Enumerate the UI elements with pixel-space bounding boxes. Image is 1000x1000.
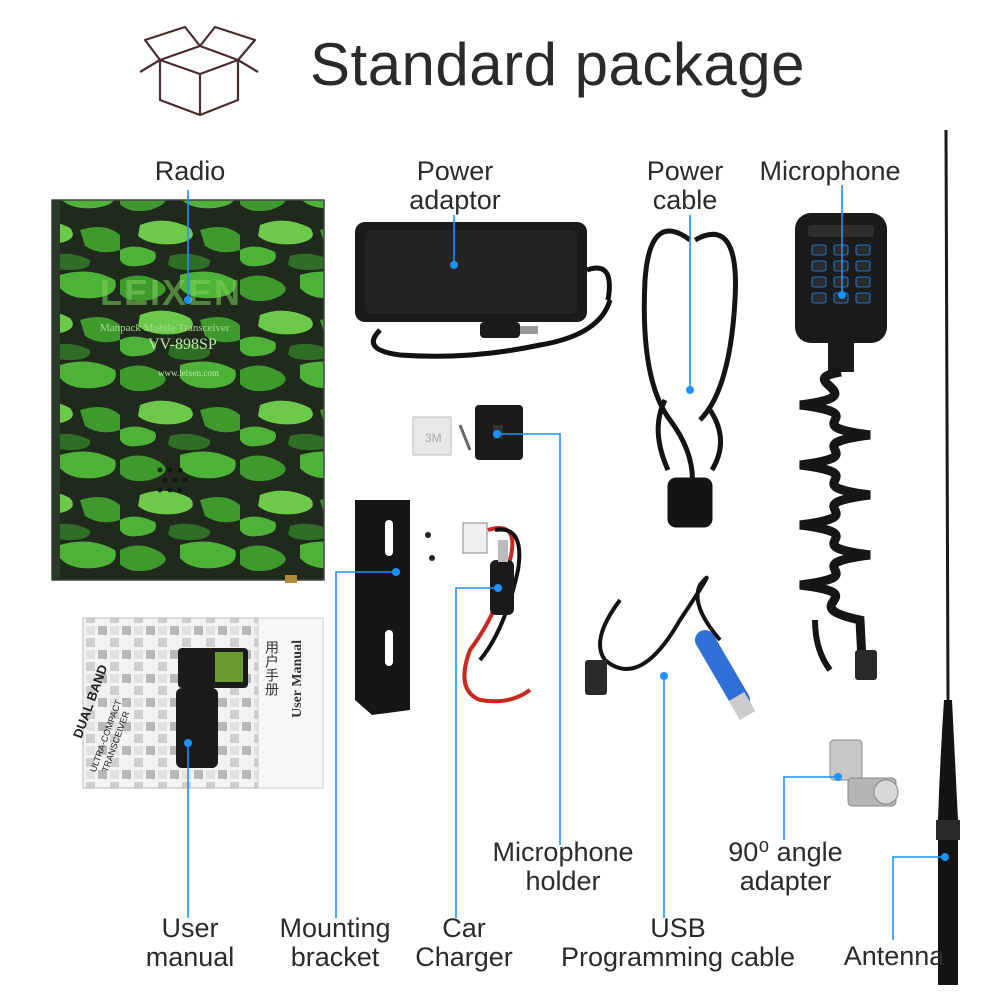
label-angle-adapter: 90⁰ angle adapter bbox=[718, 838, 853, 896]
power-cable-image bbox=[641, 228, 738, 528]
manual-title-en: User Manual bbox=[290, 640, 305, 718]
label-usb-cable-line1: USB bbox=[650, 913, 706, 943]
antenna-image bbox=[936, 129, 960, 985]
label-microphone-text: Microphone bbox=[759, 156, 901, 186]
box-icon bbox=[139, 25, 259, 117]
label-car-charger: Car Charger bbox=[410, 914, 518, 972]
car-charger-image bbox=[462, 522, 532, 704]
svg-text:3M: 3M bbox=[425, 431, 442, 445]
angle-adapter-image bbox=[829, 739, 899, 807]
label-mounting-bracket-line1: Mounting bbox=[279, 913, 391, 943]
label-power-cable-line1: Power bbox=[646, 156, 724, 186]
label-power-cable: Power cable bbox=[635, 157, 735, 215]
label-radio-text: Radio bbox=[154, 156, 226, 186]
radio-subtitle: Manpack Mobile Transceiver bbox=[100, 322, 230, 334]
label-power-adaptor-line1: Power bbox=[416, 156, 494, 186]
label-microphone-holder-line2: holder bbox=[525, 866, 601, 896]
label-user-manual-line2: manual bbox=[145, 942, 235, 972]
label-car-charger-line2: Charger bbox=[415, 942, 513, 972]
mounting-bracket-image bbox=[355, 500, 435, 715]
label-angle-adapter-line1: 90⁰ angle bbox=[728, 837, 843, 867]
label-mounting-bracket-line2: bracket bbox=[290, 942, 380, 972]
microphone-image bbox=[795, 213, 887, 680]
label-microphone-holder-line1: Microphone bbox=[492, 837, 634, 867]
label-power-adaptor-line2: adaptor bbox=[409, 185, 501, 215]
label-microphone: Microphone bbox=[755, 157, 905, 186]
label-antenna-text: Antenna bbox=[843, 941, 945, 971]
label-car-charger-line1: Car bbox=[442, 913, 486, 943]
usb-cable-image bbox=[585, 575, 756, 721]
label-angle-adapter-line2: adapter bbox=[739, 866, 832, 896]
label-power-adaptor: Power adaptor bbox=[390, 157, 520, 215]
label-usb-cable: USB Programming cable bbox=[553, 914, 803, 972]
radio-model: VV-898SP bbox=[148, 336, 217, 353]
label-power-cable-line2: cable bbox=[652, 185, 718, 215]
microphone-holder-image: 3M bbox=[412, 405, 523, 460]
label-radio: Radio bbox=[150, 157, 230, 186]
radio-brand: LEIXEN bbox=[100, 272, 243, 313]
page-title: Standard package bbox=[310, 31, 806, 98]
power-adaptor-image bbox=[355, 222, 613, 359]
label-antenna: Antenna bbox=[838, 942, 950, 971]
user-manual-image bbox=[82, 617, 324, 789]
radio-website: www.leixen.com bbox=[158, 368, 219, 378]
label-user-manual-line1: User bbox=[161, 913, 219, 943]
manual-title-cn: 用户手册 bbox=[264, 640, 280, 696]
label-mounting-bracket: Mounting bracket bbox=[272, 914, 398, 972]
label-usb-cable-line2: Programming cable bbox=[560, 942, 796, 972]
leader-lines bbox=[184, 185, 949, 940]
label-user-manual: User manual bbox=[140, 914, 240, 972]
label-microphone-holder: Microphone holder bbox=[488, 838, 638, 896]
